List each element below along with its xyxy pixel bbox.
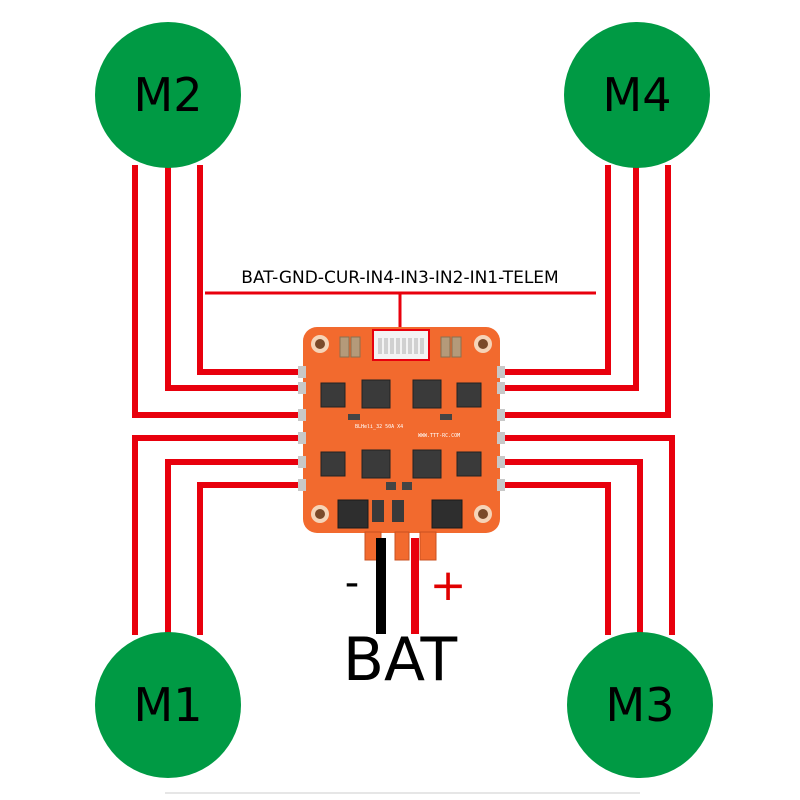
battery-leads: - + BAT [343, 538, 467, 695]
motor-m4-label: M4 [603, 68, 672, 122]
motor-m1: M1 [95, 632, 241, 778]
board-url-text: WWW.TTT-RC.COM [418, 433, 460, 439]
m4-wire-3 [498, 165, 671, 418]
motor-m2-circle [95, 22, 241, 168]
m3-wire-1 [498, 435, 675, 635]
motor-m2: M2 [95, 22, 241, 168]
m2-wire-2 [165, 165, 305, 391]
m1-wire-3 [197, 482, 305, 635]
motor-wires [132, 165, 675, 635]
m3-wire-2 [498, 459, 643, 635]
battery-label: BAT [343, 625, 458, 695]
m4-wire-1 [498, 165, 611, 375]
signal-connector [372, 329, 430, 361]
board-body [303, 327, 500, 533]
motor-m4-circle [564, 22, 710, 168]
battery-tabs [364, 531, 437, 561]
motor-m3-label: M3 [606, 678, 675, 732]
motor-pads [298, 366, 505, 491]
motor-m3: M3 [567, 632, 713, 778]
negative-lead [376, 538, 386, 634]
m2-wire-3 [132, 165, 305, 418]
mounting-holes [311, 335, 492, 523]
motor-m1-circle [95, 632, 241, 778]
esc-board: BLHeli_32 50A X4 WWW.TTT-RC.COM [298, 327, 505, 561]
battery-negative-sign: - [345, 560, 359, 606]
motor-m2-label: M2 [134, 68, 203, 122]
capacitors [339, 336, 462, 358]
motor-m3-circle [567, 632, 713, 778]
m3-wire-3 [498, 482, 611, 635]
connector-annotation: BAT-GND-CUR-IN4-IN3-IN2-IN1-TELEM [205, 268, 596, 330]
board-model-text: BLHeli_32 50A X4 [355, 424, 403, 430]
positive-lead [411, 538, 419, 634]
chips [320, 379, 482, 479]
power-mosfets [337, 499, 463, 529]
motor-m1-label: M1 [134, 678, 203, 732]
m1-wire-2 [165, 459, 305, 635]
motor-m4: M4 [564, 22, 710, 168]
m4-wire-2 [498, 165, 639, 391]
connector-pin-label: BAT-GND-CUR-IN4-IN3-IN2-IN1-TELEM [241, 268, 558, 288]
m2-wire-1 [197, 165, 305, 375]
battery-positive-sign: + [430, 560, 467, 611]
m1-wire-1 [132, 435, 305, 635]
